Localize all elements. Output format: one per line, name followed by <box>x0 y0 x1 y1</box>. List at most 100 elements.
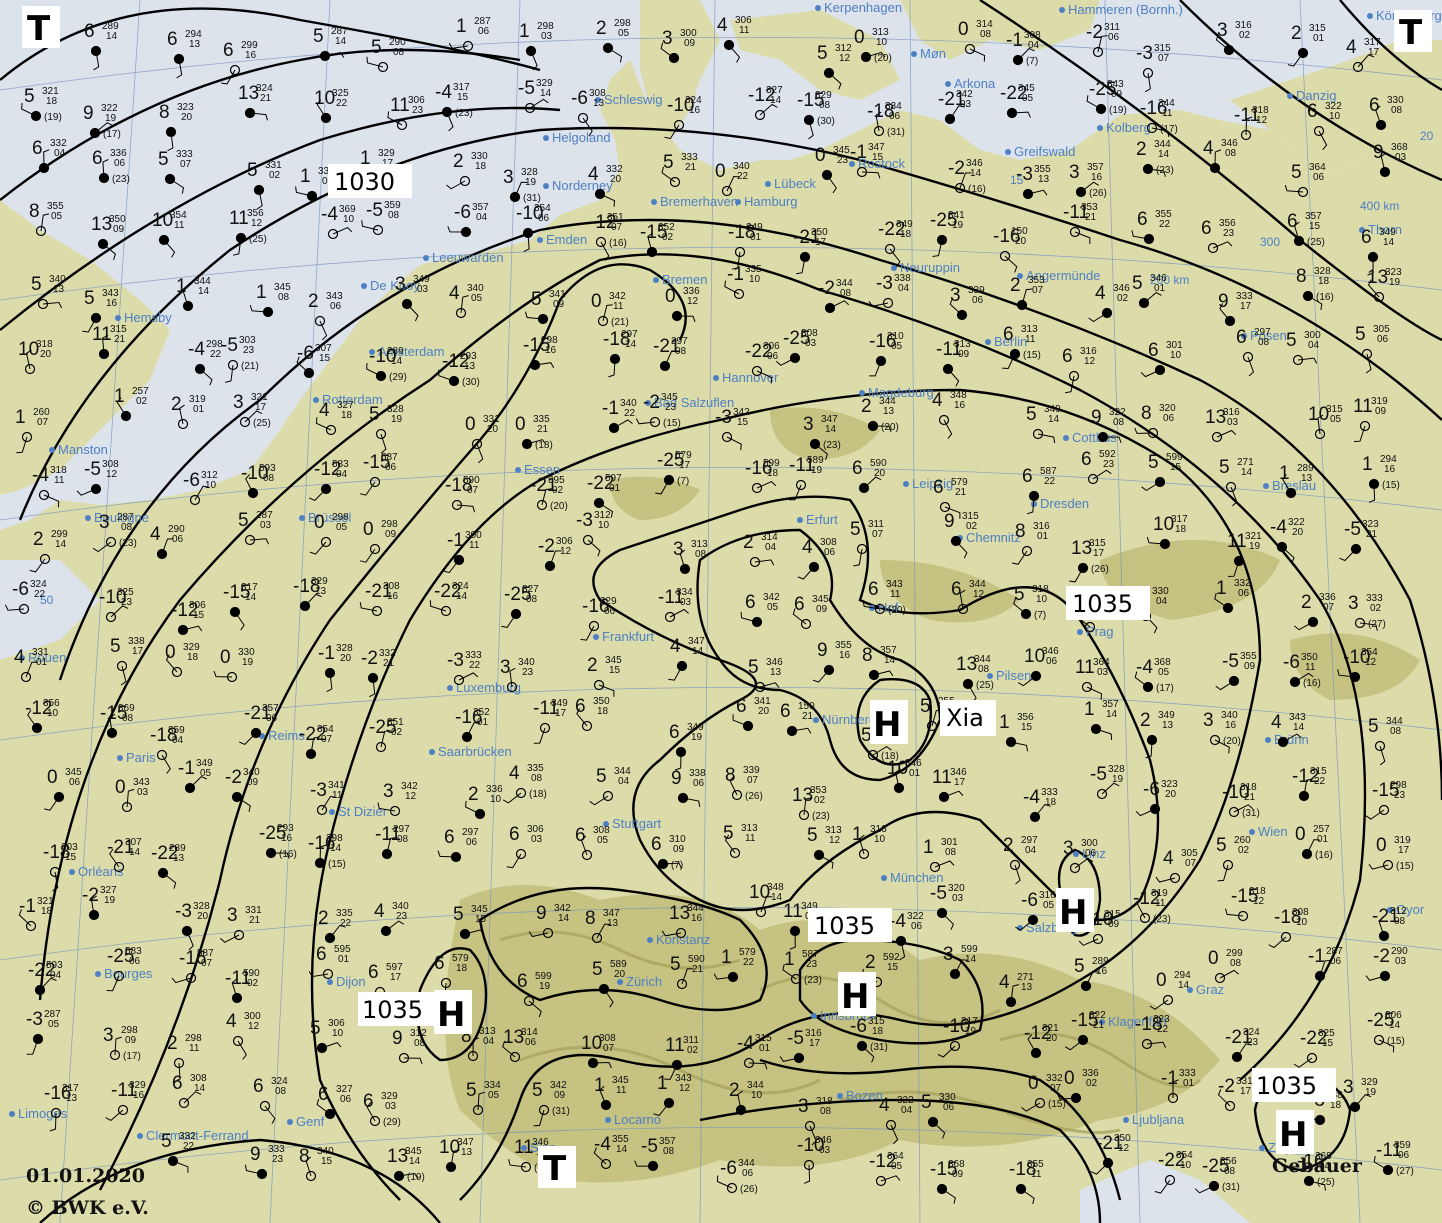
station-pressure: 356 <box>247 208 264 219</box>
station-temperature: -1 <box>178 758 195 779</box>
station-pressure: 328 <box>193 901 210 912</box>
station-wind-barb-icon <box>1373 1155 1389 1171</box>
station-cloud-cover-icon <box>372 224 384 236</box>
station-wind-barb-icon <box>179 404 185 425</box>
station-temperature: -6 <box>850 1016 867 1037</box>
station-tendency: 14 <box>456 591 468 602</box>
station-cloud-cover-icon <box>800 618 812 630</box>
isobar-label-1035-prag-text: 1035 <box>1072 590 1133 618</box>
station-cloud-cover-icon <box>588 620 600 632</box>
station-pressure: 342 <box>763 592 780 603</box>
station-pressure: 348 <box>767 882 784 893</box>
station-cloud-height: (17) <box>103 129 121 140</box>
station-wind-barb-icon <box>681 968 694 985</box>
station-pressure: 336 <box>110 148 127 159</box>
station-tendency: 04 <box>50 970 62 981</box>
station-tendency: 16 <box>691 913 703 924</box>
station-pressure: 299 <box>241 40 258 51</box>
station-tendency: 10 <box>332 1028 344 1039</box>
isobar-label-1035-dijon-text: 1035 <box>362 996 423 1024</box>
station-wind-barb-icon <box>182 286 189 307</box>
station-temperature: 0 <box>165 642 176 663</box>
station-tendency: 09 <box>684 38 696 49</box>
isobar-label-1035-alps: 1035 <box>808 908 892 942</box>
station-pressure: 257 <box>1313 824 1330 835</box>
station-wind-barb-icon <box>1225 908 1244 917</box>
station-wind-barb-icon <box>868 301 889 307</box>
station-temperature: 4 <box>150 524 161 545</box>
station-pressure: 346 <box>1113 283 1130 294</box>
station-cloud-cover-icon <box>189 494 201 506</box>
station-wind-barb-icon <box>82 317 97 333</box>
station-pressure: 287 <box>44 1009 61 1020</box>
station-tendency: 13 <box>189 39 201 50</box>
station-pressure: 287 <box>474 16 491 27</box>
station-temperature: -21 <box>530 475 557 496</box>
station-wind-barb-icon <box>18 909 32 927</box>
station-temperature: -5 <box>1344 519 1361 540</box>
station-tendency: 01 <box>1183 1078 1195 1089</box>
station-temperature: -16 <box>869 331 896 352</box>
station-cloud-cover-icon <box>1374 740 1386 752</box>
station-tendency: 22 <box>183 1141 195 1152</box>
station-wind-barb-icon <box>443 559 460 574</box>
station-pressure: 307 <box>315 343 332 354</box>
station-pressure: 324 <box>452 581 469 592</box>
city-dot <box>1031 501 1037 507</box>
station-cloud-cover-icon <box>957 603 969 615</box>
station-wind-barb-icon <box>1141 481 1161 492</box>
station-temperature: 11 <box>932 767 952 788</box>
station-cloud-cover-icon <box>113 970 125 982</box>
station-temperature: 6 <box>1236 327 1247 348</box>
station-pressure: 324 <box>256 83 273 94</box>
station-temperature: 13 <box>503 1027 524 1048</box>
station-pressure: 294 <box>1174 970 1191 981</box>
station-wind-barb-icon <box>1194 1185 1215 1194</box>
station-pressure: 303 <box>239 335 256 346</box>
station-temperature: -21 <box>793 227 820 248</box>
station-tendency: 02 <box>687 1045 699 1056</box>
station-temperature: 1 <box>456 16 467 37</box>
station-temperature: -25 <box>783 328 810 349</box>
station-temperature: -10 <box>1343 647 1370 668</box>
station-wind-barb-icon <box>593 1147 607 1165</box>
station-temperature: -22 <box>434 581 461 602</box>
city-label: Nürnberg <box>822 712 876 727</box>
station-temperature: -16 <box>993 226 1020 247</box>
station-temperature: 5 <box>1026 404 1037 425</box>
station-temperature: -4 <box>889 911 906 932</box>
station-wind-barb-icon <box>1294 221 1300 242</box>
station-temperature: 4 <box>226 1011 237 1032</box>
station-cloud-height: (23) <box>1156 165 1174 176</box>
station-temperature: 0 <box>958 19 969 40</box>
station-temperature: -2 <box>818 278 835 299</box>
station-temperature: 6 <box>780 701 791 722</box>
station-wind-barb-icon <box>853 548 863 567</box>
station-temperature: -11 <box>1234 105 1260 126</box>
station-temperature: 3 <box>803 414 814 435</box>
station-pressure: 354 <box>1176 1150 1193 1161</box>
station-wind-barb-icon <box>369 677 376 698</box>
station-cloud-cover-icon <box>731 789 743 801</box>
station-temperature: 6 <box>1137 209 1148 230</box>
city-dot <box>369 349 375 355</box>
station-wind-barb-icon <box>1134 427 1154 434</box>
station-temperature: -18 <box>1009 1159 1036 1180</box>
station-wind-barb-icon <box>1297 357 1318 364</box>
station-pressure: 349 <box>801 901 818 912</box>
station-cloud-cover-icon <box>1314 428 1326 440</box>
station-tendency: 13 <box>464 361 476 372</box>
station-pressure: 317 <box>1364 37 1381 48</box>
